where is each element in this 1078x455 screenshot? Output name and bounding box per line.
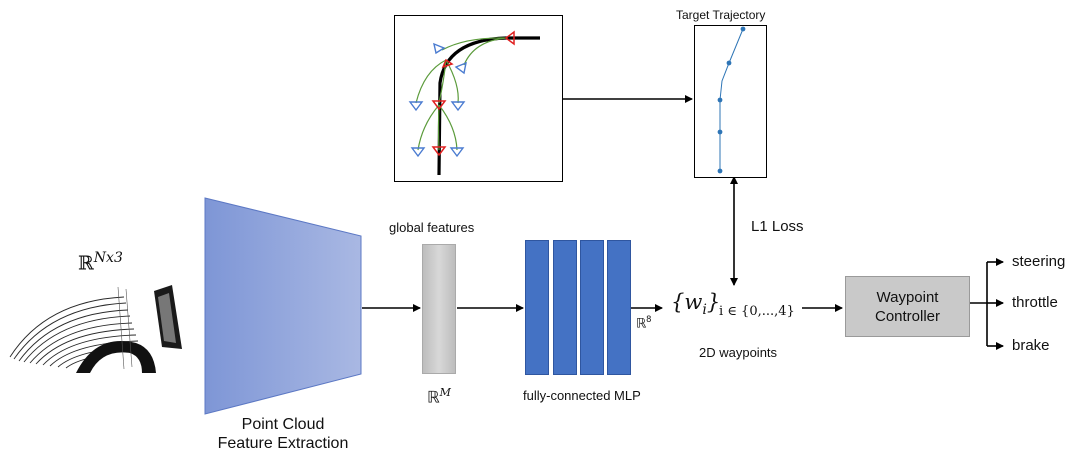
pose-triangle-blue	[450, 101, 466, 112]
lidar-point-cloud-image	[6, 283, 184, 375]
global-features-dim-label: ℝM	[427, 386, 451, 407]
pose-triangle-blue	[410, 147, 426, 158]
reference-path	[437, 36, 540, 176]
trajectory-point	[740, 26, 746, 32]
mlp-dim-label: ℝ8	[636, 314, 652, 331]
waypoint-index-range: i ∈ {0,...,4}	[719, 304, 795, 319]
candidate-branches	[415, 37, 507, 151]
trajectory-point	[717, 168, 723, 174]
output-brake: brake	[1012, 337, 1050, 354]
trajectory-point	[717, 97, 723, 103]
mlp-layer-4	[607, 240, 631, 375]
mlp-label: fully-connected MLP	[523, 388, 641, 403]
output-throttle: throttle	[1012, 294, 1058, 311]
global-features-label: global features	[389, 220, 475, 235]
trajectory-point	[726, 60, 732, 66]
pose-triangle-red	[431, 100, 447, 111]
pose-triangle-blue	[408, 101, 424, 112]
feature-extractor-trapezoid	[204, 197, 362, 415]
trajectory-line	[719, 28, 744, 171]
pose-triangle-blue	[454, 61, 467, 75]
pose-triangle-blue	[433, 42, 446, 55]
pose-triangle-red	[431, 146, 447, 157]
mlp-layer-3	[580, 240, 604, 375]
global-features-bar	[422, 244, 456, 374]
target-trajectory-box	[694, 25, 767, 178]
path-scene-diagram	[408, 30, 540, 176]
pose-triangle-red	[441, 58, 454, 69]
input-dim-label: ℝNx3	[78, 250, 123, 275]
pose-triangle-blue	[449, 147, 465, 158]
l1-loss-label: L1 Loss	[751, 218, 804, 235]
mlp-layer-1	[525, 240, 549, 375]
pose-triangle-red	[504, 30, 515, 46]
target-trajectory-plot	[717, 26, 746, 174]
trajectory-point	[717, 129, 723, 135]
waypoint-set-symbol: {wi}	[671, 290, 721, 319]
target-trajectory-title: Target Trajectory	[676, 8, 766, 22]
waypoint-controller-box: Waypoint Controller	[845, 276, 970, 337]
extractor-label: Point Cloud Feature Extraction	[217, 416, 349, 452]
output-steering: steering	[1012, 253, 1066, 270]
mlp-layer-2	[553, 240, 577, 375]
waypoints-label: 2D waypoints	[699, 345, 778, 360]
